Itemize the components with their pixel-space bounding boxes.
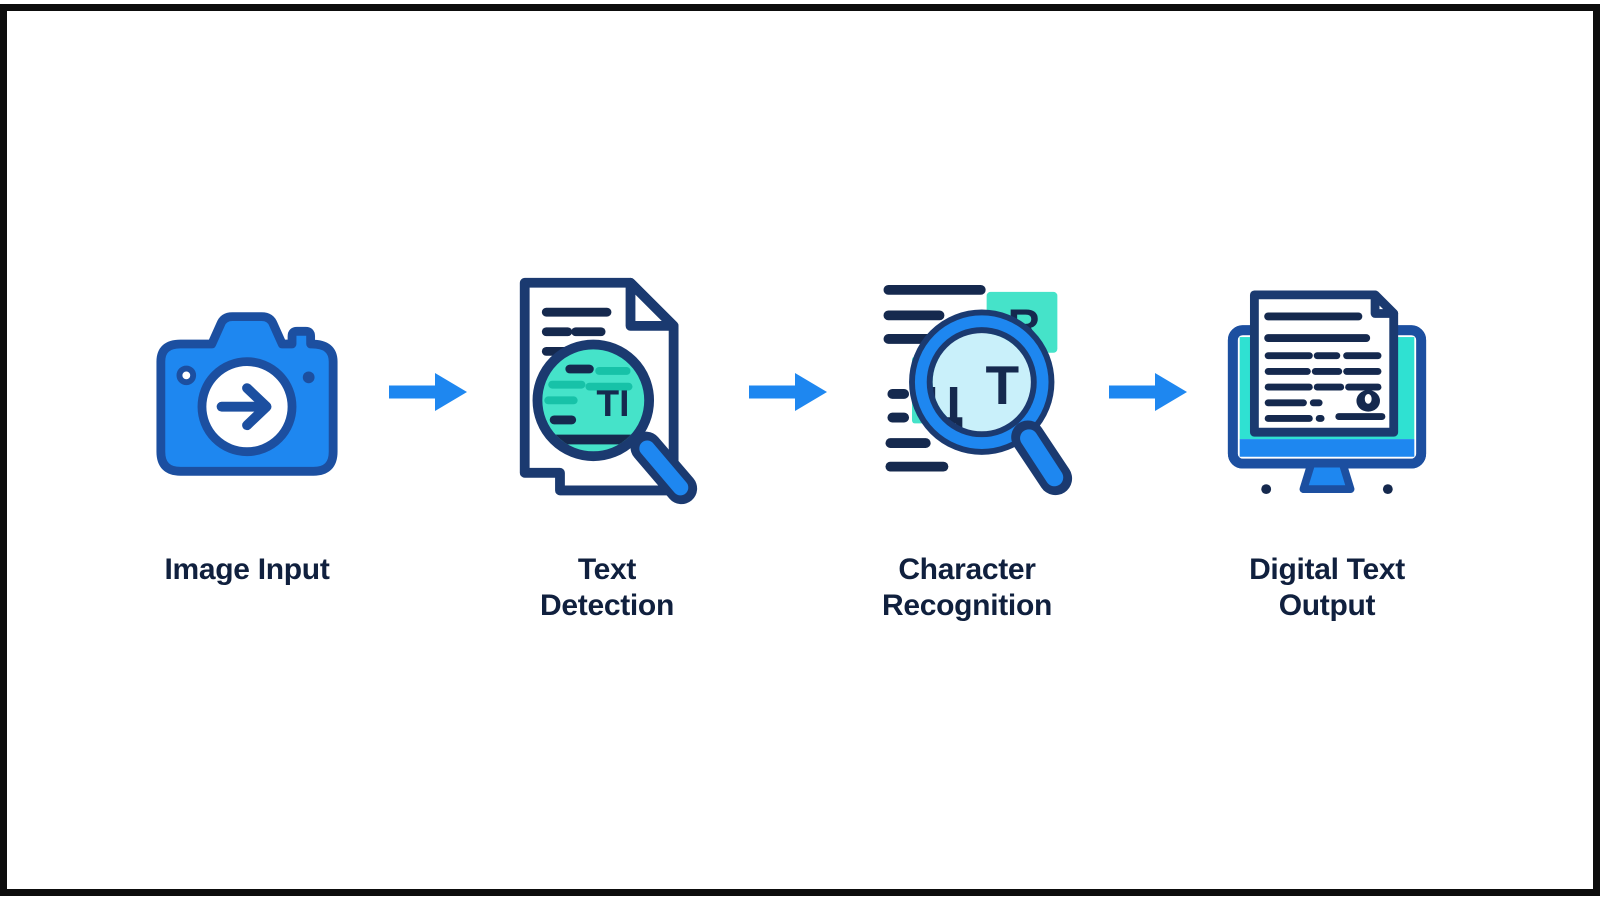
document-magnifier-icon: TI xyxy=(511,262,703,522)
camera-icon-svg xyxy=(156,312,338,476)
stage-label-line: Image Input xyxy=(164,553,330,586)
stage-label: Digital Text Output xyxy=(1249,552,1405,624)
flow-arrow xyxy=(743,262,831,522)
stage-label-line: Digital Text xyxy=(1249,553,1405,586)
document-magnifier-icon-svg: TI xyxy=(519,277,698,504)
stage-text-detection: TI Text Detection xyxy=(471,262,743,624)
diagram-frame: Image Input xyxy=(0,4,1600,896)
camera-icon xyxy=(149,262,345,522)
lens-text: TI xyxy=(596,382,629,424)
stage-label-line: Text xyxy=(577,553,637,586)
monitor-document-icon xyxy=(1223,262,1431,522)
stage-label-line: Output xyxy=(1278,589,1376,622)
monitor-document-icon-svg xyxy=(1227,290,1427,495)
flow-arrow xyxy=(1103,262,1191,522)
stage-character-recognition: R Ц T Character Recognition xyxy=(831,262,1103,624)
stage-label: Text Detection xyxy=(540,552,674,624)
text-magnifier-icon: R Ц T xyxy=(857,262,1077,522)
text-magnifier-icon-svg: R Ц T xyxy=(883,284,1073,496)
stage-digital-text-output: Digital Text Output xyxy=(1191,262,1463,624)
stage-label-line: Recognition xyxy=(881,589,1053,622)
stage-label: Character Recognition xyxy=(882,552,1052,624)
stage-label-line: Character xyxy=(898,553,1036,586)
arrow-right-icon xyxy=(1109,373,1187,411)
flow-diagram: Image Input xyxy=(111,262,1463,624)
stage-label-line: Detection xyxy=(540,589,674,622)
flow-arrow xyxy=(383,262,471,522)
arrow-right-icon xyxy=(749,373,827,411)
stage-image-input: Image Input xyxy=(111,262,383,588)
arrow-right-icon xyxy=(389,373,467,411)
recognized-letter-lens: T xyxy=(986,354,1020,416)
stage-label: Image Input xyxy=(164,552,329,588)
